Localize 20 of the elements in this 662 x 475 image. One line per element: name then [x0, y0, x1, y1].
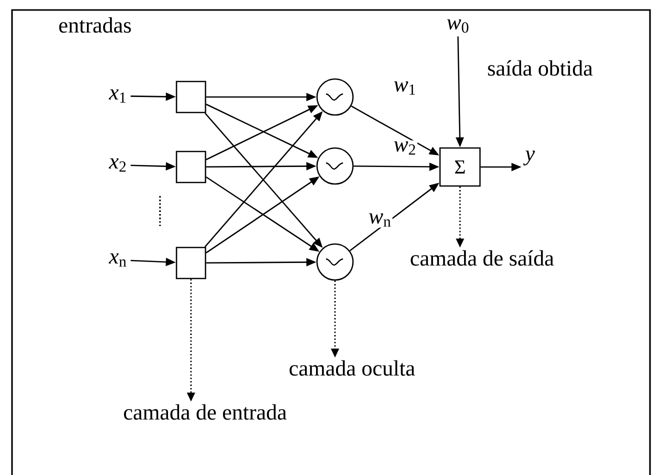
layer-caption: camada de entrada	[124, 404, 287, 420]
input-box	[176, 80, 206, 114]
edge-label: w$_{2}$	[394, 141, 416, 155]
neuron-circle	[316, 147, 354, 185]
neuron-circle	[316, 78, 354, 116]
layer-caption: camada de saída	[410, 250, 554, 266]
sum-box: Σ	[439, 147, 481, 187]
output-label: saída obtida	[488, 60, 593, 76]
input-symbol: x$_{n}$	[108, 253, 126, 267]
output-symbol: y	[523, 150, 535, 166]
heading-label: entradas	[59, 17, 131, 33]
input-box	[176, 150, 206, 184]
edge-label: w$_{1}$	[394, 81, 416, 95]
neuron-circle	[316, 243, 354, 281]
input-symbol: x$_{1}$	[108, 89, 126, 103]
bias-symbol: w$_{0}$	[447, 19, 468, 33]
input-symbol: x$_{2}$	[108, 158, 126, 172]
input-box	[176, 246, 206, 280]
layer-caption: camada oculta	[290, 360, 415, 376]
edge-label: w$_{n}$	[369, 213, 391, 227]
